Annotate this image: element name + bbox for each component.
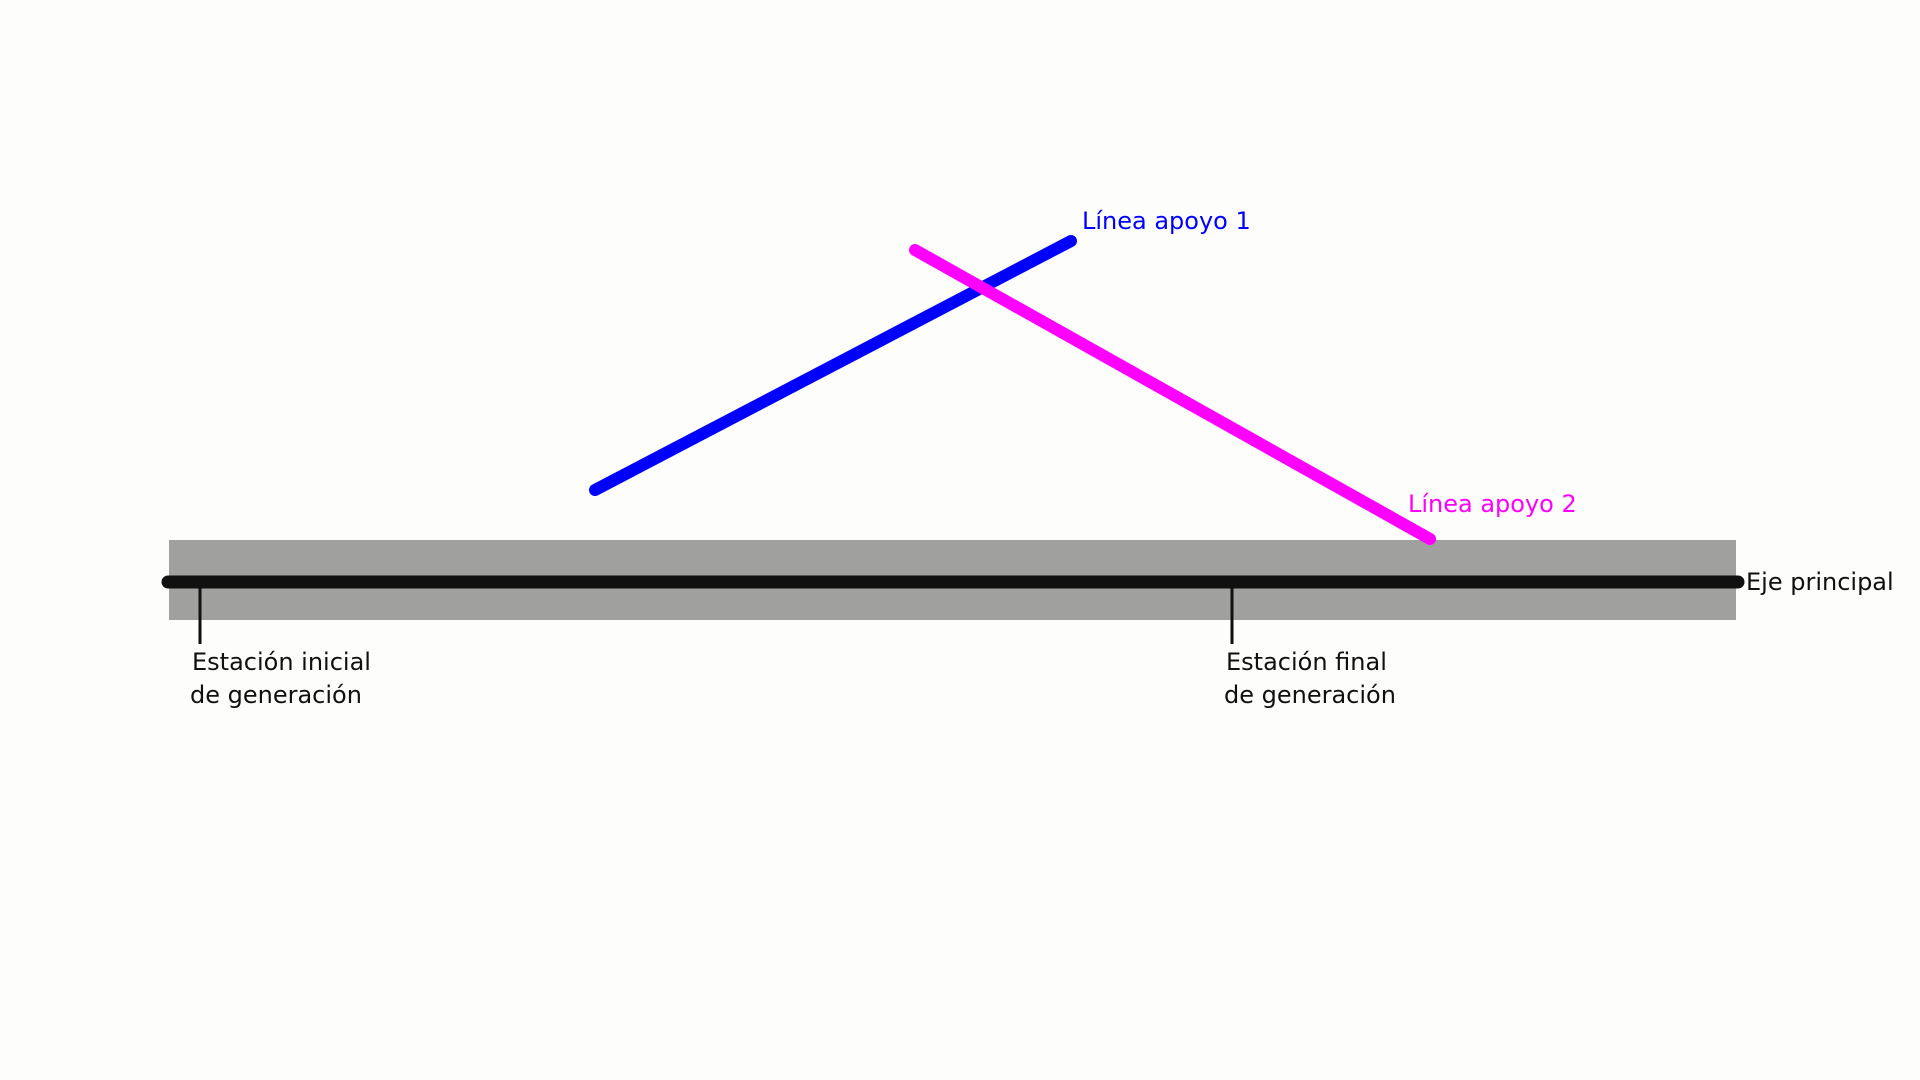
support-line-2-label: Línea apoyo 2 bbox=[1408, 490, 1577, 518]
support-line-1 bbox=[589, 235, 1077, 496]
start-station-label-line1: Estación inicial bbox=[192, 648, 371, 676]
main-axis-label: Eje principal bbox=[1746, 568, 1894, 596]
end-station-label-line2: de generación bbox=[1224, 681, 1396, 709]
end-station-label-line1: Estación final bbox=[1226, 648, 1387, 676]
support-line-1-label: Línea apoyo 1 bbox=[1082, 207, 1251, 235]
start-station-label-line2: de generación bbox=[190, 681, 362, 709]
support-line-2 bbox=[909, 244, 1436, 545]
